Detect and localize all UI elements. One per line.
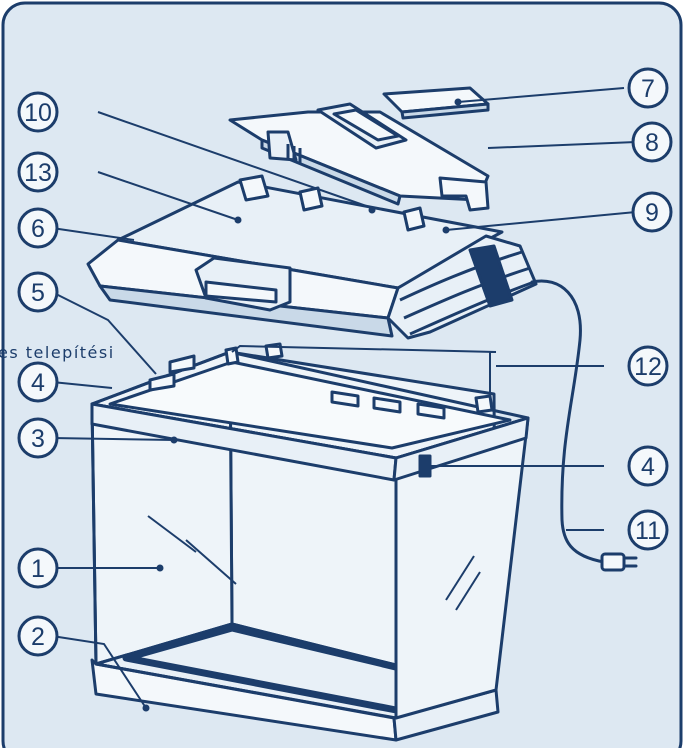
leader-dots <box>142 98 462 712</box>
svg-text:13: 13 <box>24 159 52 187</box>
part-power-cable <box>530 279 638 572</box>
callout-9: 9 <box>631 191 673 233</box>
callout-3: 3 <box>17 417 59 459</box>
part-small-flap <box>382 86 490 120</box>
svg-text:5: 5 <box>31 279 45 307</box>
svg-text:1: 1 <box>31 555 45 583</box>
svg-text:4: 4 <box>641 453 655 481</box>
callout-1: 1 <box>17 547 59 589</box>
overlay-text-fragment: es telepítési <box>0 343 115 362</box>
part-main-hood <box>86 174 538 340</box>
callout-6: 6 <box>17 207 59 249</box>
callout-4b: 4 <box>627 445 669 487</box>
svg-text:11: 11 <box>635 517 661 545</box>
leader-lines <box>51 87 637 709</box>
svg-text:8: 8 <box>645 129 659 157</box>
callout-12: 12 <box>627 345 669 387</box>
part-tank <box>90 342 530 742</box>
callout-13: 13 <box>17 151 59 193</box>
part-hood-frame <box>228 102 490 212</box>
callout-5: 5 <box>17 271 59 313</box>
callout-7: 7 <box>627 67 669 109</box>
svg-text:7: 7 <box>641 75 655 103</box>
svg-text:9: 9 <box>645 199 659 227</box>
svg-text:4: 4 <box>31 369 45 397</box>
callout-11: 11 <box>627 509 669 551</box>
callout-10: 10 <box>17 91 59 133</box>
svg-text:10: 10 <box>24 99 52 127</box>
svg-text:3: 3 <box>31 425 45 453</box>
callout-4a: 4 <box>17 361 59 403</box>
callout-2: 2 <box>17 615 59 657</box>
svg-text:6: 6 <box>31 215 45 243</box>
svg-text:2: 2 <box>31 623 45 651</box>
svg-text:12: 12 <box>634 353 662 381</box>
callout-8: 8 <box>631 121 673 163</box>
